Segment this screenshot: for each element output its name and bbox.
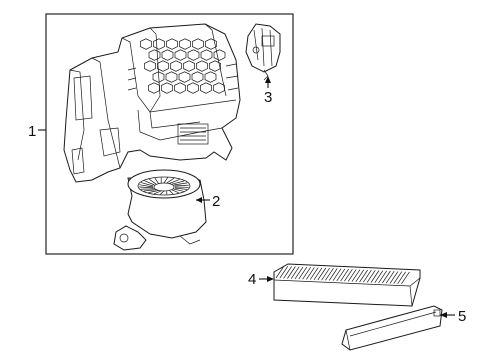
- filter-pleat: [382, 270, 391, 284]
- filter-pleat: [309, 267, 319, 280]
- filter-cover: [341, 305, 443, 351]
- grille-cell: [196, 60, 208, 72]
- filter-pleat: [389, 271, 399, 284]
- grille-cell: [178, 71, 191, 83]
- filter-pleat: [313, 267, 323, 280]
- grille-cell: [200, 49, 213, 61]
- grille-cell: [205, 38, 217, 50]
- cabin-air-filter: [273, 263, 421, 307]
- grille-cell: [200, 82, 212, 94]
- filter-pleat: [401, 271, 410, 285]
- blower-resistor: [245, 23, 281, 81]
- grille-cell: [161, 49, 174, 61]
- grille-cell: [161, 82, 173, 94]
- callout-4: 4: [248, 271, 256, 288]
- filter-pleat: [321, 268, 330, 281]
- grille-cell: [187, 49, 200, 61]
- filter-pleat: [347, 269, 357, 282]
- filter-pleat: [306, 267, 315, 280]
- filter-pleat: [332, 268, 342, 281]
- filter-pleat: [344, 269, 353, 282]
- filter-pleat: [298, 266, 308, 280]
- grille-cell: [140, 38, 152, 50]
- blower-motor: [113, 169, 207, 251]
- filter-pleat: [351, 269, 361, 282]
- grille-cell: [174, 82, 186, 94]
- grille-cell: [148, 49, 161, 61]
- filter-pleat: [397, 271, 406, 284]
- grille-cell: [213, 82, 225, 94]
- filter-pleat: [317, 267, 327, 281]
- grille-cell: [204, 71, 217, 83]
- filter-pleat: [290, 266, 300, 279]
- filter-pleat: [366, 270, 376, 283]
- leader-arrow-4: [267, 276, 274, 282]
- filter-pleat: [275, 265, 285, 279]
- grille-cell: [192, 38, 204, 50]
- grille-cell: [191, 71, 204, 83]
- callout-1: 1: [28, 123, 36, 140]
- grille-cell: [213, 49, 226, 61]
- grille-cell: [153, 38, 165, 50]
- leader-arrow-2: [196, 197, 202, 203]
- filter-pleat: [287, 266, 296, 279]
- grille-cell: [174, 49, 187, 61]
- callout-2: 2: [212, 193, 220, 210]
- grille-cell: [179, 38, 191, 50]
- filter-pleat: [359, 269, 368, 283]
- callout-3: 3: [264, 89, 272, 106]
- filter-pleat: [325, 268, 334, 281]
- grille-cell: [157, 60, 169, 72]
- leader-arrow-5: [440, 312, 447, 318]
- assembly-frame: [45, 13, 294, 255]
- leader-arrow-3: [265, 76, 271, 83]
- housing-grille: [140, 38, 226, 94]
- filter-pleat: [378, 270, 387, 284]
- filter-pleat: [355, 269, 365, 282]
- filter-pleat: [279, 266, 289, 279]
- filter-pleat: [328, 268, 338, 281]
- filter-pleat: [370, 270, 380, 283]
- grille-cell: [144, 60, 156, 72]
- grille-cell: [209, 60, 221, 72]
- filter-pleat: [302, 267, 311, 280]
- filter-pleat: [336, 268, 346, 282]
- blower-housing: [63, 23, 241, 183]
- filter-pleat: [363, 269, 372, 283]
- filter-pleat: [374, 270, 384, 283]
- grille-cell: [187, 82, 199, 94]
- filter-pleat: [283, 266, 292, 279]
- grille-cell: [152, 71, 165, 83]
- filter-pleat: [385, 271, 395, 284]
- grille-cell: [170, 60, 182, 72]
- grille-cell: [165, 71, 178, 83]
- callout-5: 5: [458, 308, 466, 325]
- filter-pleat: [393, 271, 403, 284]
- grille-cell: [166, 38, 178, 50]
- grille-cell: [183, 60, 195, 72]
- filter-pleat: [340, 268, 349, 282]
- grille-cell: [148, 82, 160, 94]
- filter-pleat: [294, 266, 304, 280]
